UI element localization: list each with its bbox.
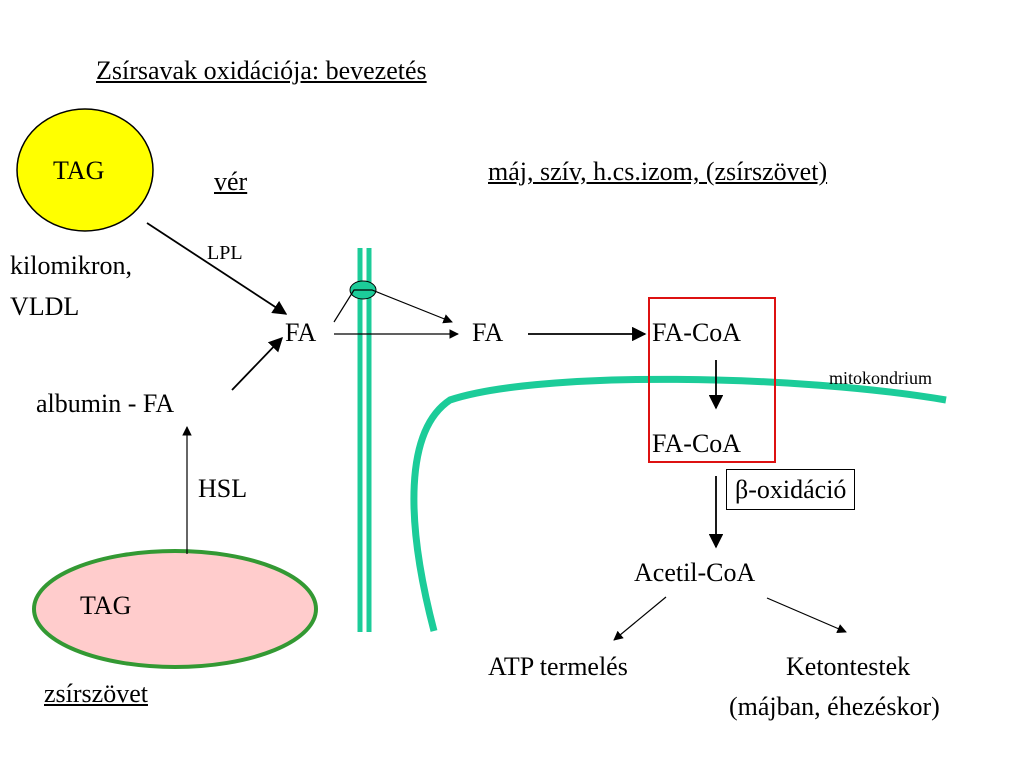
blood-label: vér: [214, 167, 248, 196]
arrow-acetylcoa-to-atp: [613, 596, 667, 641]
fa-right-label: FA: [472, 318, 504, 347]
ketone-bodies-note: (májban, éhezéskor): [729, 692, 940, 721]
facoa-bottom-label: FA-CoA: [652, 429, 742, 458]
lpl-label: LPL: [207, 242, 243, 264]
facoa-top-label: FA-CoA: [652, 318, 742, 347]
fa-left-label: FA: [285, 318, 317, 347]
vldl-label: VLDL: [10, 292, 80, 321]
albumin-fa-label: albumin - FA: [36, 389, 175, 418]
atp-label: ATP termelés: [488, 652, 628, 681]
tag-bottom-ellipse: [32, 549, 318, 669]
adipose-label: zsírszövet: [44, 679, 148, 708]
acetyl-coa-label: Acetil-CoA: [634, 558, 756, 587]
tag-top-circle: [16, 108, 154, 232]
arrow-acetylcoa-to-ketone: [766, 597, 847, 633]
arrow-transporter-route: [333, 289, 453, 324]
page-title: Zsírsavak oxidációja: bevezetés: [96, 56, 427, 85]
beta-oxidation-box: β-oxidáció: [726, 469, 856, 511]
hsl-label: HSL: [198, 474, 248, 503]
arrow-albumin-to-fa: [231, 336, 283, 391]
kilomikron-label: kilomikron,: [10, 251, 133, 280]
tag-bottom-label: TAG: [80, 591, 132, 620]
ketone-bodies-label: Ketontestek: [786, 652, 911, 681]
mitokondrium-label: mitokondrium: [829, 368, 932, 388]
tag-top-label: TAG: [53, 156, 105, 185]
arrow-tag-to-fa: [146, 222, 288, 315]
facoa-highlight-box: [648, 297, 776, 463]
tissue-label: máj, szív, h.cs.izom, (zsírszövet): [488, 157, 828, 186]
mitochondrion-membrane: [410, 375, 947, 632]
